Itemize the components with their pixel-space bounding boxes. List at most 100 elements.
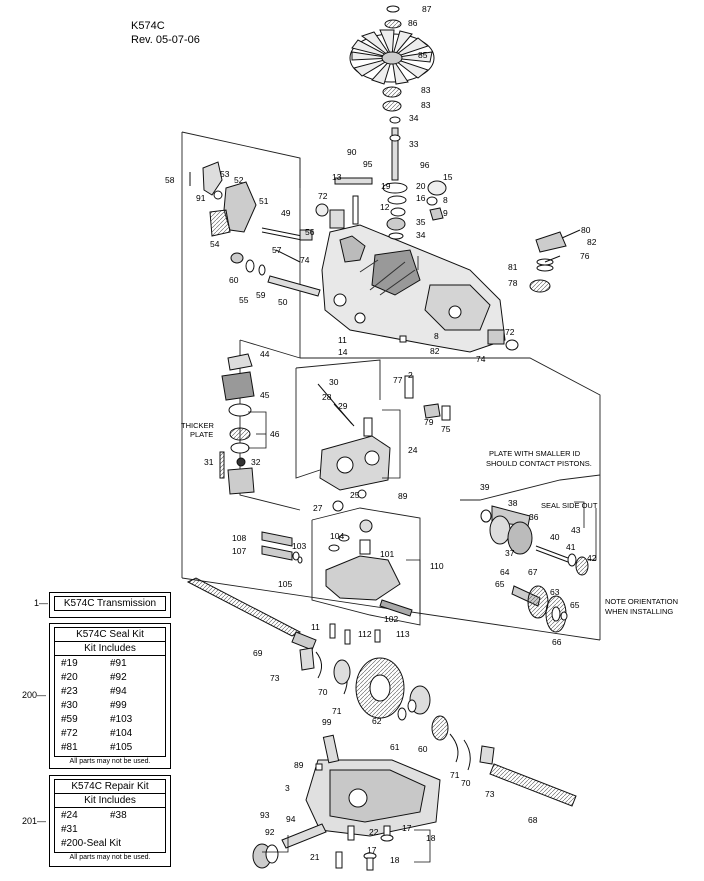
part-callout: 49 [281, 208, 291, 218]
part-callout: 8 [443, 195, 448, 205]
kit-ref-transmission: 1— [34, 598, 49, 608]
part-callout: 24 [408, 445, 418, 455]
part-callout: 35 [416, 217, 426, 227]
note-thicker-plate-line2: PLATE [190, 430, 214, 439]
part-callout: 62 [372, 716, 382, 726]
list-item: #20 [61, 672, 78, 683]
repair-kit-footer: All parts may not be used. [69, 854, 151, 861]
left-axle-shaft [186, 577, 381, 671]
part-callout: 2 [408, 370, 413, 380]
part-callout: 95 [363, 159, 373, 169]
part-callout: 78 [508, 278, 518, 288]
part-callout: 60 [418, 744, 428, 754]
part-callout: 83 [421, 100, 431, 110]
part-callout: 51 [259, 196, 269, 206]
part-callout: 21 [310, 852, 320, 862]
part-callout: 70 [318, 687, 328, 697]
part-callout: 66 [552, 637, 562, 647]
part-callout: 30 [329, 377, 339, 387]
kit-ref-repair: 201— [22, 816, 47, 826]
seal-kit-title: K574C Seal Kit [54, 627, 166, 642]
seal-kit-subtitle: Kit Includes [54, 642, 166, 656]
part-callout: 76 [580, 251, 590, 261]
list-item: #92 [110, 672, 127, 683]
part-callout: 80 [581, 225, 591, 235]
part-callout: 112 [358, 629, 372, 639]
part-callout: 91 [196, 193, 206, 203]
note-orientation-line2: WHEN INSTALLING [605, 607, 674, 616]
part-callout: 34 [416, 230, 426, 240]
reduction-gears-right [511, 585, 568, 633]
list-item: #72 [61, 728, 78, 739]
repair-kit-box: K574C Repair Kit Kit Includes #24 #38 #3… [49, 775, 171, 867]
part-callout: 92 [265, 827, 275, 837]
part-callout: 74 [476, 354, 486, 364]
part-callout: 22 [369, 827, 379, 837]
part-callout: 70 [461, 778, 471, 788]
control-arm-linkage [189, 161, 321, 297]
part-callout: 36 [529, 512, 539, 522]
part-callout: 13 [332, 172, 342, 182]
repair-kit-title: K574C Repair Kit [54, 779, 166, 794]
part-callout: 56 [305, 227, 315, 237]
part-callout: 96 [420, 160, 430, 170]
repair-kit-items: #24 #38 #31 #200-Seal Kit [54, 808, 166, 853]
part-callout: 65 [570, 600, 580, 610]
seal-kit-footer: All parts may not be used. [69, 758, 151, 765]
part-callout: 25 [350, 490, 360, 500]
part-callout: 83 [421, 85, 431, 95]
list-item: #91 [110, 658, 127, 669]
part-callout: 99 [322, 717, 332, 727]
part-callout: 61 [390, 742, 400, 752]
part-callout: 74 [300, 255, 310, 265]
transmission-kit-title: K574C Transmission [54, 596, 166, 611]
part-callout: 90 [347, 147, 357, 157]
part-callout: 42 [587, 553, 597, 563]
transmission-kit-box: K574C Transmission [49, 592, 171, 618]
part-callout: 73 [485, 789, 495, 799]
part-callout: 31 [204, 457, 214, 467]
part-callout: 79 [424, 417, 434, 427]
repair-kit-subtitle: Kit Includes [54, 794, 166, 808]
list-item: #59 [61, 714, 78, 725]
part-callout: 110 [430, 561, 444, 571]
part-callout: 72 [505, 327, 515, 337]
part-callout: 105 [278, 579, 292, 589]
kit-ref-seal: 200— [22, 690, 47, 700]
differential-gear-set [315, 651, 449, 741]
note-plate-smaller-id-line2: SHOULD CONTACT PISTONS. [486, 459, 592, 468]
part-callout: 69 [253, 648, 263, 658]
part-callout: 27 [313, 503, 323, 513]
housing-top-small-parts [315, 177, 447, 240]
part-callout: 81 [508, 262, 518, 272]
lower-housing [305, 734, 441, 837]
part-callout: 101 [380, 549, 394, 559]
part-callout: 17 [367, 845, 377, 855]
part-callout: 15 [443, 172, 453, 182]
part-callout: 52 [234, 175, 244, 185]
part-callout: 87 [422, 4, 432, 14]
cooling-fan-assembly [349, 5, 435, 181]
seal-kit-items: #19 #91 #20 #92 #23 #94 #30 #99 #59 #103… [54, 656, 166, 757]
callout-brackets [248, 256, 597, 863]
seal-kit-box: K574C Seal Kit Kit Includes #19 #91 #20 … [49, 623, 171, 769]
part-callout: 32 [251, 457, 261, 467]
list-item [110, 823, 159, 837]
part-callout: 82 [587, 237, 597, 247]
part-callout: 64 [500, 567, 510, 577]
part-callout: 11 [338, 335, 347, 345]
part-callout: 34 [409, 113, 419, 123]
list-item: #200-Seal Kit [61, 838, 122, 849]
part-callout: 59 [256, 290, 266, 300]
part-callout: 28 [322, 392, 332, 402]
part-callout: 40 [550, 532, 560, 542]
part-callout: 85 [418, 50, 428, 60]
part-callout: 16 [416, 193, 426, 203]
part-callout: 75 [441, 424, 451, 434]
part-callout: 57 [272, 245, 282, 255]
list-item: #38 [110, 810, 127, 821]
part-callout: 11 [311, 622, 320, 632]
part-callout: 102 [384, 614, 398, 624]
